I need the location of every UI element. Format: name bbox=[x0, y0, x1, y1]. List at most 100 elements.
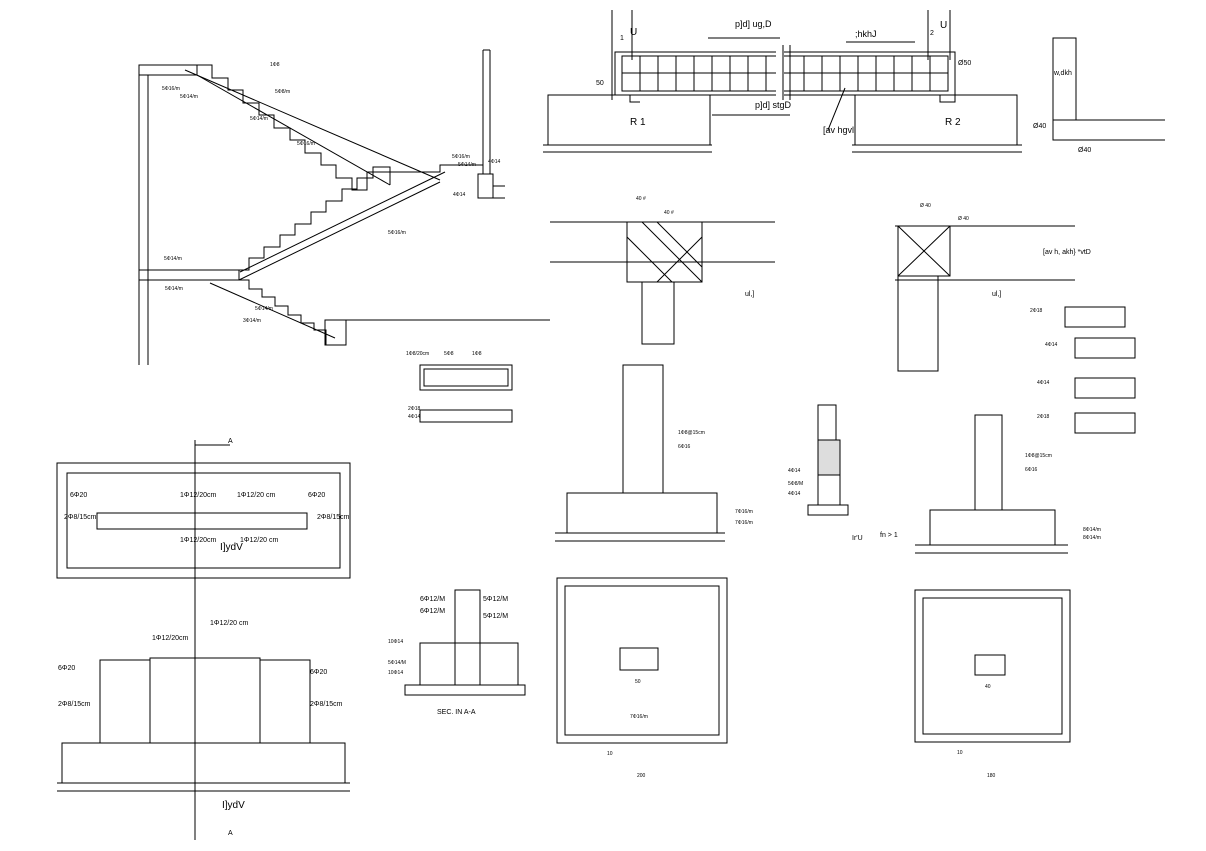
sec-label: 5Φ12/M bbox=[483, 613, 508, 620]
elev-label: 1Φ12/20 cm bbox=[210, 620, 248, 627]
wall-label: 4Φ14 bbox=[788, 491, 801, 497]
joint-dim: 40 # bbox=[664, 210, 674, 216]
corner-label: Iw,dkh bbox=[1052, 70, 1072, 77]
elev-label: 6Φ20 bbox=[58, 665, 75, 672]
beam-dia-right: Ø50 bbox=[958, 60, 971, 67]
stair-label: 5Φ14/m bbox=[458, 162, 476, 168]
cut-mark: A bbox=[228, 830, 233, 837]
footing-plan: 6Φ20 1Φ12/20cm 1Φ12/20 cm 6Φ20 2Φ8/15cm … bbox=[56, 438, 351, 840]
cut-mark: U bbox=[940, 20, 947, 31]
stair-label: 5Φ14/m bbox=[164, 256, 182, 262]
wall-detail: 4Φ14 5Φ8/M 4Φ14 Ir'U bbox=[788, 404, 863, 542]
plan-label: 2Φ8/15cm bbox=[317, 514, 350, 521]
stair-label: 5Φ16/m bbox=[388, 230, 406, 236]
sec-label: 10Φ14 bbox=[388, 639, 403, 645]
plan-caption: I]ydV bbox=[220, 542, 243, 553]
plan-label: 6Φ20 bbox=[308, 492, 325, 499]
cf2-label: 8Φ14/m bbox=[1083, 535, 1101, 541]
support-r2: R 2 bbox=[945, 117, 961, 128]
beam-right-label: ;hkhJ bbox=[855, 29, 877, 39]
stair-label: 5Φ14/m bbox=[250, 116, 268, 122]
beam-elevation: p]d] ug,D ;hkhJ p]d] stgD [av hgvl R 1 R… bbox=[543, 10, 1022, 153]
cut-mark: U bbox=[630, 27, 637, 38]
joint-leader: ul,] bbox=[745, 291, 754, 298]
plan-label: 2Φ8/15cm bbox=[64, 514, 97, 521]
plan-label: 1Φ12/20 cm bbox=[237, 492, 275, 499]
corner-detail: Iw,dkh Ø40 Ø40 bbox=[1033, 37, 1165, 154]
wall-label: 4Φ14 bbox=[788, 468, 801, 474]
cf1-label: 6Φ16 bbox=[678, 444, 691, 450]
legend-label: 2Φ18 bbox=[1037, 414, 1050, 420]
sec-label: 5Φ14/M bbox=[388, 660, 406, 666]
cf1-dim: 200 bbox=[637, 773, 646, 779]
joint-dim: Ø 40 bbox=[920, 203, 931, 209]
elev-label: 1Φ12/20cm bbox=[152, 635, 188, 642]
elev-label: 6Φ20 bbox=[310, 669, 327, 676]
joint-dim: Ø 40 bbox=[958, 216, 969, 222]
elev-caption: I]ydV bbox=[222, 800, 245, 811]
sec-label: 10Φ14 bbox=[388, 670, 403, 676]
cf1-label: 7Φ16/m bbox=[735, 509, 753, 515]
section-a-a: 6Φ12/M 6Φ12/M 5Φ12/M 5Φ12/M 10Φ14 5Φ14/M… bbox=[388, 589, 526, 716]
stair-label: 4Φ14 bbox=[488, 159, 501, 165]
joint-dim: 40 # bbox=[636, 196, 646, 202]
beam-dia-left: 50 bbox=[596, 80, 604, 87]
sec-label: 5Φ12/M bbox=[483, 596, 508, 603]
cf1-dim: 10 bbox=[607, 751, 613, 757]
cf2-label: 8Φ14/m bbox=[1083, 527, 1101, 533]
small-label: 2Φ18 bbox=[408, 406, 421, 412]
stair-section: 1Φ8 5Φ16/m 5Φ14/m 5Φ8/m 5Φ14/m 5Φ16/m 5Φ… bbox=[138, 49, 550, 365]
sec-label: 6Φ12/M bbox=[420, 596, 445, 603]
cut-number: 1 bbox=[620, 35, 624, 42]
cf2-dim: 10 bbox=[957, 750, 963, 756]
wall-caption: Ir'U bbox=[852, 535, 863, 542]
cf1-dim: 50 bbox=[635, 679, 641, 685]
legend-label: 4Φ14 bbox=[1045, 342, 1058, 348]
beam-center-label: [av hgvl bbox=[823, 125, 854, 135]
stair-label: 4Φ14 bbox=[453, 192, 466, 198]
cut-number: 2 bbox=[930, 30, 934, 37]
joint-leader: ul,] bbox=[992, 291, 1001, 298]
joint-side: [av h, akh} *vtD bbox=[1043, 249, 1091, 256]
cf1-label: 1Φ8@15cm bbox=[678, 430, 705, 436]
stair-label: 5Φ8/m bbox=[275, 89, 290, 95]
legend-sections: 2Φ18 4Φ14 4Φ14 2Φ18 bbox=[1030, 306, 1136, 434]
elev-label: 2Φ8/15cm bbox=[58, 701, 91, 708]
plan-label: 1Φ12/20cm bbox=[180, 537, 216, 544]
small-label: 4Φ14 bbox=[408, 414, 421, 420]
footing-elevation: 1Φ12/20cm 1Φ12/20 cm 6Φ20 6Φ20 2Φ8/15cm … bbox=[57, 620, 350, 837]
stair-label: 5Φ14/m bbox=[165, 286, 183, 292]
plan-label: 1Φ12/20 cm bbox=[240, 537, 278, 544]
sec-caption: SEC. IN A-A bbox=[437, 709, 476, 716]
stair-label: 1Φ8 bbox=[270, 62, 280, 68]
joint-detail-2: Ø 40 Ø 40 [av h, akh} *vtD ul,] bbox=[895, 203, 1091, 372]
stair-label: 5Φ16/m bbox=[297, 141, 315, 147]
support-r1: R 1 bbox=[630, 117, 646, 128]
legend-label: 2Φ18 bbox=[1030, 308, 1043, 314]
cf2-dim: 180 bbox=[987, 773, 996, 779]
corner-dim: Ø40 bbox=[1078, 147, 1091, 154]
cf1-label: 7Φ16/m bbox=[735, 520, 753, 526]
wall-label: 5Φ8/M bbox=[788, 481, 803, 487]
column-footing-2: 1Φ8@15cm 6Φ16 8Φ14/m 8Φ14/m fn > 1 40 10… bbox=[880, 414, 1101, 779]
stair-label: 5Φ14/m bbox=[255, 306, 273, 312]
cf2-label: 6Φ16 bbox=[1025, 467, 1038, 473]
column-footing-1: 1Φ8@15cm 6Φ16 7Φ16/m 7Φ16/m 50 10 200 7Φ… bbox=[555, 364, 753, 779]
legend-label: 4Φ14 bbox=[1037, 380, 1050, 386]
plan-label: 1Φ12/20cm bbox=[180, 492, 216, 499]
elev-label: 2Φ8/15cm bbox=[310, 701, 343, 708]
joint-detail-1: 40 # 40 # ul,] bbox=[550, 196, 775, 345]
stair-label: 5Φ14/m bbox=[180, 94, 198, 100]
cf2-dim: 40 bbox=[985, 684, 991, 690]
cf2-tag: fn > 1 bbox=[880, 532, 898, 539]
small-label: 1Φ8 bbox=[472, 351, 482, 357]
cut-mark: A bbox=[228, 438, 233, 445]
beam-bottom-label: p]d] stgD bbox=[755, 100, 792, 110]
sec-label: 6Φ12/M bbox=[420, 608, 445, 615]
stair-label: 5Φ16/m bbox=[452, 154, 470, 160]
plan-label: 6Φ20 bbox=[70, 492, 87, 499]
beam-top-label: p]d] ug,D bbox=[735, 19, 772, 29]
stair-label: 5Φ16/m bbox=[162, 86, 180, 92]
small-sections: 1Φ8/20cm 5Φ8 1Φ8 2Φ18 4Φ14 bbox=[406, 351, 513, 423]
